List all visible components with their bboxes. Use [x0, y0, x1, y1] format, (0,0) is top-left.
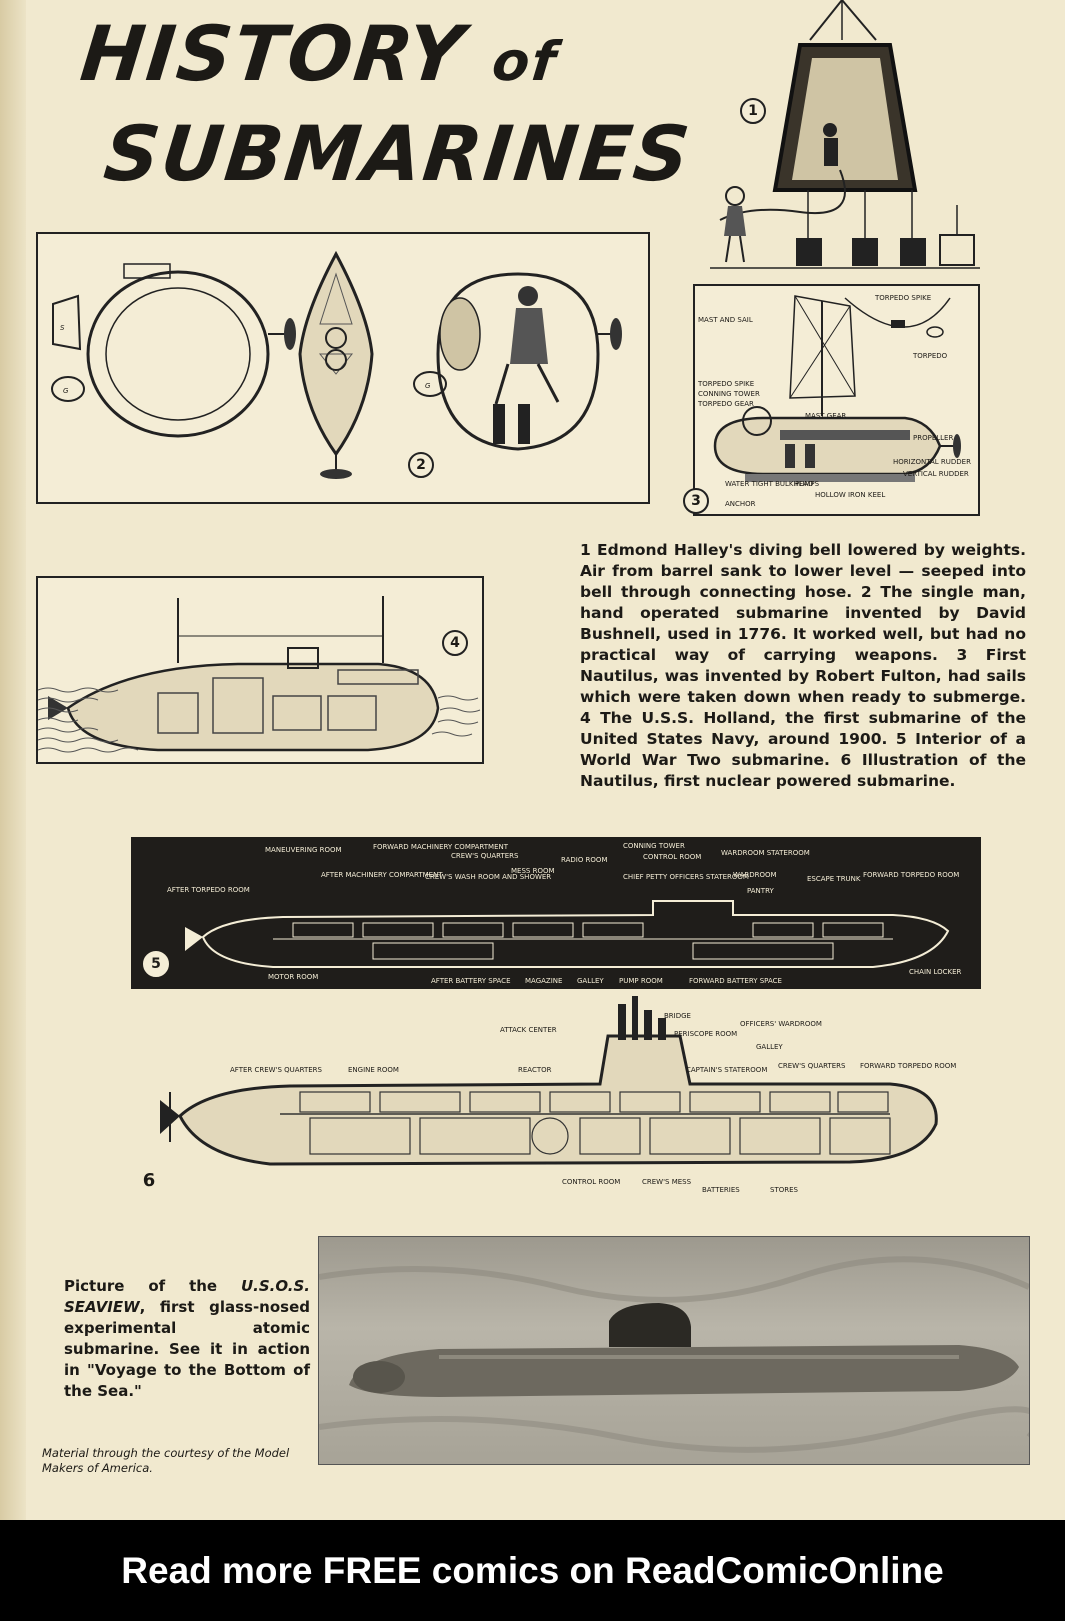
fig5-label-control-room: CONTROL ROOM [643, 853, 701, 861]
page-spine [0, 0, 26, 1520]
fig5-label-pump-room: PUMP ROOM [619, 977, 663, 985]
fig3-label-horizontal-rudder: HORIZONTAL RUDDER [893, 458, 971, 466]
fig3-label-anchor: ANCHOR [725, 500, 756, 508]
title-of: of [489, 30, 561, 93]
fig6-label-reactor: REACTOR [518, 1066, 552, 1074]
figure-4-holland-panel: 4 [36, 576, 484, 764]
promo-banner[interactable]: Read more FREE comics on ReadComicOnline [0, 1520, 1065, 1621]
fig6-label-attack-center: ATTACK CENTER [500, 1026, 557, 1034]
fig6-label-periscope-room: PERISCOPE ROOM [674, 1030, 737, 1038]
fig6-label-batteries: BATTERIES [702, 1186, 740, 1194]
svg-text:G: G [425, 382, 431, 390]
ww2-submarine-illustration: MANEUVERING ROOM FORWARD MACHINERY COMPA… [167, 842, 962, 985]
fig5-label-mess-room: MESS ROOM [511, 867, 555, 875]
fig5-label-motor-room: MOTOR ROOM [268, 973, 318, 981]
fig6-label-after-crews-quarters: AFTER CREW'S QUARTERS [230, 1066, 323, 1074]
fig5-label-forward-torpedo-room: FORWARD TORPEDO ROOM [863, 871, 959, 879]
page-title: HISTORY of SUBMARINES [66, 8, 706, 200]
photo-caption: Picture of the U.S.O.S. SEAVIEW, first g… [64, 1276, 310, 1402]
fig5-label-chief-petty-officers: CHIEF PETTY OFFICERS STATEROOM [623, 873, 749, 881]
fig5-label-after-torpedo-room: AFTER TORPEDO ROOM [167, 886, 250, 894]
fig6-label-forward-torpedo-room: FORWARD TORPEDO ROOM [860, 1062, 956, 1070]
figure-4-number: 4 [442, 630, 468, 656]
fig5-label-maneuvering-room: MANEUVERING ROOM [265, 846, 342, 854]
fig5-label-after-machinery: AFTER MACHINERY COMPARTMENT [321, 871, 443, 879]
fig5-label-escape-trunk: ESCAPE TRUNK [807, 875, 861, 883]
seaview-photo [318, 1236, 1041, 1465]
figure-1-number: 1 [740, 98, 766, 124]
fig5-label-forward-battery-space: FORWARD BATTERY SPACE [689, 977, 782, 985]
fig6-label-galley: GALLEY [756, 1043, 783, 1051]
fig5-label-after-battery-space: AFTER BATTERY SPACE [431, 977, 511, 985]
fig6-label-stores: STORES [770, 1186, 799, 1194]
turtle-submarine-illustration: S G G [51, 250, 622, 479]
figure-2-number: 2 [408, 452, 434, 478]
fig3-label-mast-gear: MAST GEAR [805, 412, 846, 420]
fig6-label-officers-wardroom: OFFICERS' WARDROOM [740, 1020, 822, 1028]
fig3-label-propeller: PROPELLER [913, 434, 953, 442]
fig3-label-vertical-rudder: VERTICAL RUDDER [903, 470, 969, 478]
fig3-label-hollow-iron-keel: HOLLOW IRON KEEL [815, 491, 885, 499]
fig3-label-torpedo-spike-top: TORPEDO SPIKE [874, 294, 931, 302]
fig5-label-wardroom: WARDROOM [733, 871, 777, 879]
fig6-label-control-room: CONTROL ROOM [562, 1178, 620, 1186]
fig5-label-conning-tower: CONNING TOWER [623, 842, 685, 850]
fig3-label-mast-and-sail: MAST AND SAIL [698, 316, 753, 324]
figure-3-number: 3 [683, 488, 709, 514]
fig5-label-radio-room: RADIO ROOM [561, 856, 607, 864]
fig3-label-pumps: PUMPS [795, 480, 820, 488]
figure-2-turtle-panel: S G G 2 [36, 232, 650, 504]
photo-caption-part1: Picture of the [64, 1277, 241, 1295]
fig3-label-torpedo-gear: TORPEDO GEAR [697, 400, 754, 408]
fig6-label-captains-stateroom: CAPTAIN'S STATEROOM [686, 1066, 767, 1074]
fig3-label-conning-tower: CONNING TOWER [698, 390, 760, 398]
figure-1-diving-bell: 1 [700, 0, 985, 275]
fig5-label-galley: GALLEY [577, 977, 604, 985]
fig3-label-water-tight-bulkhead: WATER TIGHT BULKHEAD [725, 480, 813, 488]
figure-3-nautilus-panel: MAST AND SAIL TORPEDO SPIKE TORPEDO TORP… [683, 284, 980, 516]
fig5-label-crews-wash-room: CREW'S WASH ROOM AND SHOWER [425, 873, 551, 881]
seaview-submarine-photo [318, 1256, 1041, 1453]
fig5-label-wardroom-stateroom: WARDROOM STATEROOM [721, 849, 810, 857]
credit-text: Material through the courtesy of the Mod… [42, 1446, 290, 1475]
fig6-label-bridge: BRIDGE [664, 1012, 691, 1020]
fig5-label-crews-quarters: CREW'S QUARTERS [451, 852, 519, 860]
fulton-nautilus-illustration: MAST AND SAIL TORPEDO SPIKE TORPEDO TORP… [697, 294, 971, 508]
nuclear-nautilus-illustration: ATTACK CENTER BRIDGE PERISCOPE ROOM OFFI… [160, 996, 956, 1194]
fig5-label-pantry: PANTRY [747, 887, 774, 895]
photo-caption-part2: , first glass-nosed experimental atomic … [64, 1298, 310, 1400]
figure-5-number: 5 [143, 951, 169, 977]
figure-6-nuclear-nautilus: ATTACK CENTER BRIDGE PERISCOPE ROOM OFFI… [130, 996, 960, 1206]
fig6-label-crews-mess: CREW'S MESS [642, 1178, 692, 1186]
holland-submarine-illustration [38, 596, 481, 753]
figures-description: 1 Edmond Halley's diving bell lowered by… [580, 541, 1026, 790]
figure-6-number: 6 [142, 1170, 156, 1191]
comic-page: HISTORY of SUBMARINES 1 [0, 0, 1041, 1520]
photo-caption-ship: U.S.O.S. SEAVIEW [64, 1277, 310, 1316]
figure-5-ww2-panel: MANEUVERING ROOM FORWARD MACHINERY COMPA… [131, 837, 981, 989]
fig3-label-torpedo: TORPEDO [912, 352, 948, 360]
svg-text:S: S [60, 324, 65, 332]
title-line-1: HISTORY [76, 9, 470, 98]
promo-banner-text: Read more FREE comics on ReadComicOnline [121, 1549, 944, 1591]
fig5-label-forward-machinery: FORWARD MACHINERY COMPARTMENT [373, 843, 509, 851]
fig6-label-engine-room: ENGINE ROOM [348, 1066, 399, 1074]
fig5-label-chain-locker: CHAIN LOCKER [909, 968, 962, 976]
fig5-label-magazine: MAGAZINE [525, 977, 562, 985]
svg-text:G: G [63, 387, 69, 395]
fig6-label-crews-quarters: CREW'S QUARTERS [778, 1062, 846, 1070]
fig3-label-torpedo-spike: TORPEDO SPIKE [697, 380, 754, 388]
diving-bell-illustration [710, 0, 980, 269]
title-line-2: SUBMARINES [100, 109, 696, 198]
